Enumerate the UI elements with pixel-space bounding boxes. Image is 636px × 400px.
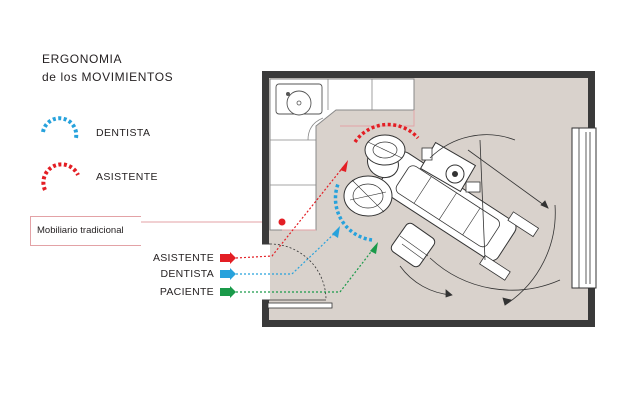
flow-label-asistente: ASISTENTE — [152, 252, 214, 264]
legend-asistente-arc-icon — [41, 162, 80, 191]
door-swing — [267, 243, 333, 309]
mobiliario-callout-box — [30, 216, 141, 246]
diagram-title-line2: de los MOVIMIENTOS — [42, 70, 174, 84]
flow-label-dentista: DENTISTA — [160, 268, 214, 280]
flow-label-paciente: PACIENTE — [159, 286, 214, 298]
patient-foot-icon — [390, 222, 436, 268]
dentist-stool-icon — [343, 175, 393, 217]
legend-label-asistente: ASISTENTE — [96, 171, 158, 183]
legend-dentista-arc-icon — [41, 116, 79, 139]
flow-paciente-line — [220, 242, 378, 298]
diagram-title-line1: ERGONOMIA — [42, 52, 123, 66]
mobiliario-marker-dot — [278, 218, 286, 226]
counter-furniture — [269, 78, 415, 231]
assistant-stool-icon — [364, 134, 406, 166]
mobiliario-callout-line — [139, 216, 282, 244]
movement-arcs — [399, 134, 561, 306]
legend-label-dentista: DENTISTA — [96, 127, 151, 139]
dentista-movement-arc-icon — [333, 183, 373, 242]
flow-dentista-line — [220, 226, 340, 280]
flow-asistente-line — [220, 160, 348, 264]
instrument-unit-icon — [419, 141, 481, 193]
mobiliario-callout-label: Mobiliario tradicional — [37, 225, 124, 236]
